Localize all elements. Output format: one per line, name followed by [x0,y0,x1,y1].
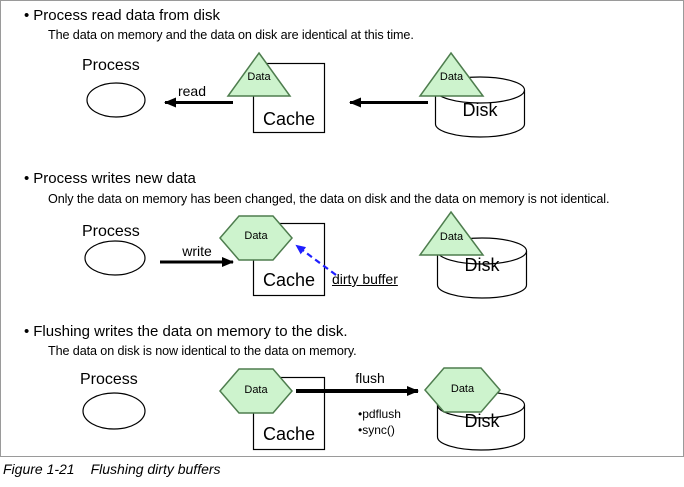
disk-label: Disk [464,255,500,275]
mechanism-label: sync() [362,423,395,437]
data-hexagon [219,215,293,261]
figure-caption-number: Figure 1-21 [3,461,75,477]
disk-label: Disk [464,411,500,431]
dirty-buffer-label: dirty buffer [332,271,398,287]
bullet-glyph: • [358,423,363,437]
write-arrow-label: write [182,243,212,259]
cache-label: Cache [262,424,316,444]
disk-label: Disk [462,100,498,120]
cache-data-label: Data [244,230,268,242]
flush-mechanism-list: •pdflush •sync() [358,406,401,438]
process-ellipse [86,82,146,118]
bullet-glyph: • [24,323,30,340]
section3-subtext: The data on disk is now identical to the… [48,344,357,358]
disk-data-label: Data [439,71,464,83]
data-triangle [418,51,485,97]
section1-heading: • Process read data from disk [24,7,220,24]
bullet-glyph: • [24,7,30,24]
disk-data-label: Data [439,231,464,243]
data-triangle [418,210,485,256]
cache-data-label: Data [244,384,268,396]
process-ellipse [82,392,146,430]
cache-label: Cache [262,270,316,290]
bullet-glyph: • [24,170,30,187]
data-hexagon [424,367,501,413]
flush-arrow-label: flush [355,370,385,386]
section2-heading-text: Process writes new data [33,170,196,187]
section2-heading: • Process writes new data [24,170,196,187]
process-label: Process [82,57,140,74]
section2-subtext: Only the data on memory has been changed… [48,192,610,206]
dirty-buffer-arrow [295,244,337,276]
section3-heading-text: Flushing writes the data on memory to th… [33,323,348,340]
cache-label: Cache [262,109,316,129]
flush-mechanism-item: •pdflush [358,406,401,422]
flush-mechanism-item: •sync() [358,422,401,438]
bullet-glyph: • [358,407,363,421]
read-arrow-label: read [177,83,207,99]
process-ellipse [84,240,146,276]
cache-data-label: Data [247,71,271,83]
figure-caption: Figure 1-21 Flushing dirty buffers [3,461,221,477]
section3-heading: • Flushing writes the data on memory to … [24,323,348,340]
data-hexagon [219,368,293,414]
disk-data-label: Data [450,383,475,395]
figure-caption-title: Flushing dirty buffers [90,461,221,477]
diagram-frame [0,0,684,457]
process-label: Process [80,371,138,388]
data-triangle [226,51,292,97]
section1-heading-text: Process read data from disk [33,7,221,24]
process-label: Process [82,223,140,240]
section1-subtext: The data on memory and the data on disk … [48,28,414,42]
mechanism-label: pdflush [362,407,401,421]
